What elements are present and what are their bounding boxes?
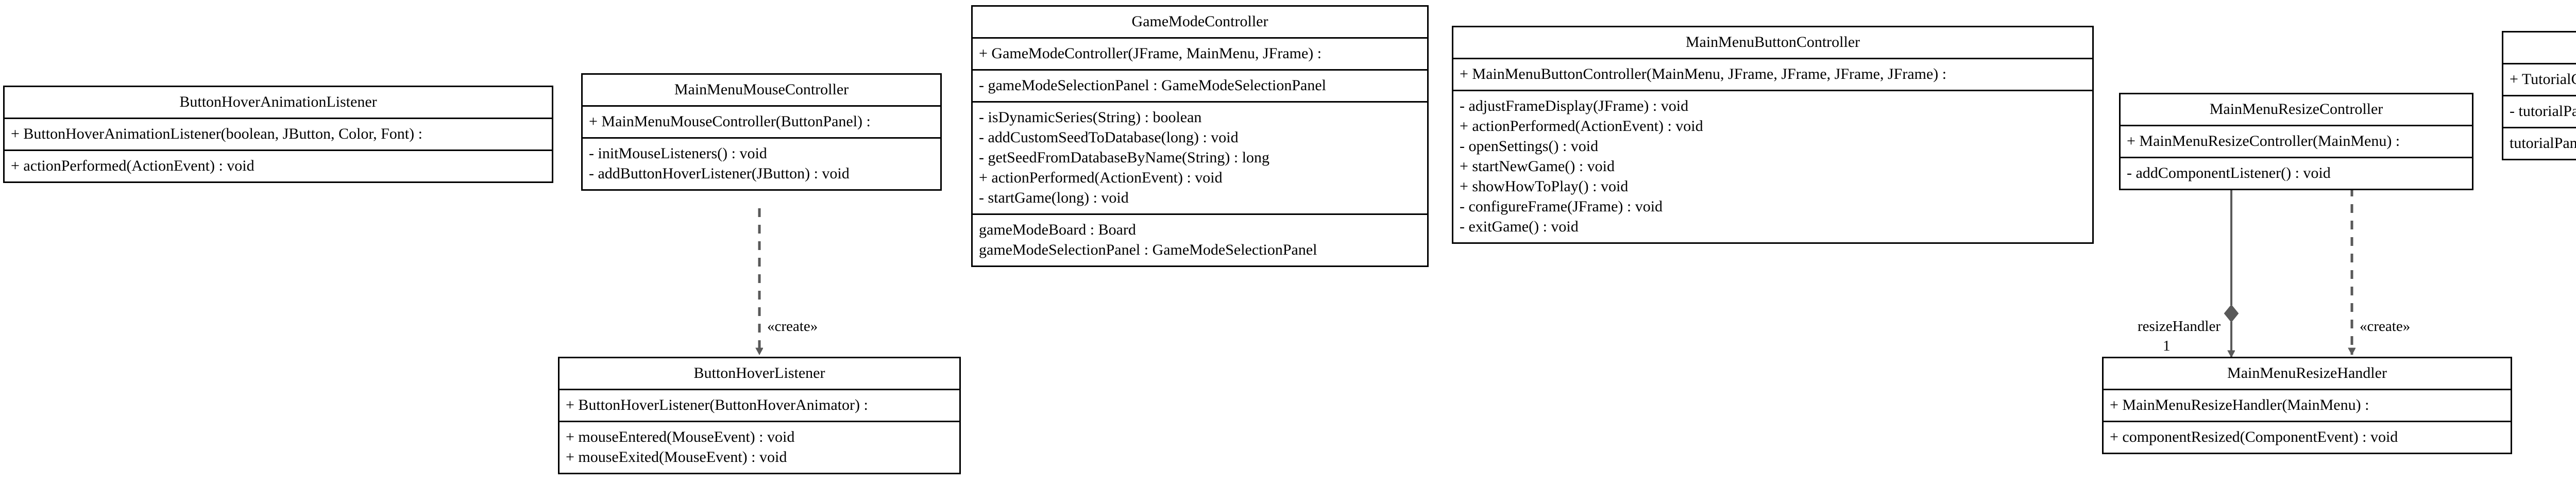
class-member: - addButtonHoverListener(JButton) : void	[589, 165, 850, 182]
class-compartment-methods: - addComponentListener() : void	[2121, 157, 2472, 189]
class-member: + ButtonHoverListener(ButtonHoverAnimato…	[566, 396, 868, 414]
class-member: + mouseExited(MouseEvent) : void	[566, 449, 787, 466]
class-compartment-constructors: + MainMenuMouseController(ButtonPanel) :	[583, 105, 940, 137]
class-compartment-attributes: - tutorialPanel : TutorialPanel	[2503, 95, 2576, 127]
class-member: + actionPerformed(ActionEvent) : void	[1460, 118, 1703, 135]
class-compartment-constructors: + MainMenuResizeController(MainMenu) :	[2121, 125, 2472, 157]
class-member: + startNewGame() : void	[1460, 158, 1615, 175]
connector-label-create-main-menu-resize-handler: «create»	[2360, 318, 2411, 335]
class-compartment-methods: - initMouseListeners() : void - addButto…	[583, 137, 940, 189]
connector-label-create-button-hover-listener: «create»	[767, 318, 818, 335]
class-name-main-menu-mouse-controller: MainMenuMouseController	[674, 81, 849, 98]
class-member: - addComponentListener() : void	[2127, 164, 2331, 182]
uml-class-button-hover-listener[interactable]: ButtonHoverListener + ButtonHoverListene…	[558, 357, 961, 475]
class-compartment-constructors: + MainMenuButtonController(MainMenu, JFr…	[1453, 58, 2092, 90]
uml-class-tutorial-controller[interactable]: TutorialController + TutorialController(…	[2502, 31, 2576, 161]
class-member: + GameModeController(JFrame, MainMenu, J…	[979, 45, 1322, 62]
class-member: - startGame(long) : void	[979, 189, 1129, 207]
uml-class-main-menu-button-controller[interactable]: MainMenuButtonController + MainMenuButto…	[1452, 26, 2094, 244]
class-name-main-menu-resize-controller: MainMenuResizeController	[2209, 101, 2383, 118]
class-member: + componentResized(ComponentEvent) : voi…	[2110, 428, 2398, 446]
class-member: - gameModeSelectionPanel : GameModeSelec…	[979, 77, 1326, 94]
class-member: tutorialPanel : JPanel	[2510, 135, 2576, 152]
class-member: + ButtonHoverAnimationListener(boolean, …	[11, 125, 422, 143]
class-member: - isDynamicSeries(String) : boolean	[979, 109, 1202, 126]
class-compartment-associations: tutorialPanel : JPanel	[2503, 127, 2576, 159]
class-member: + actionPerformed(ActionEvent) : void	[979, 169, 1223, 187]
uml-class-main-menu-mouse-controller[interactable]: MainMenuMouseController + MainMenuMouseC…	[581, 73, 942, 191]
class-member: + MainMenuButtonController(MainMenu, JFr…	[1460, 65, 1947, 83]
class-compartment-constructors: + MainMenuResizeHandler(MainMenu) :	[2104, 389, 2511, 421]
class-compartment-methods: + actionPerformed(ActionEvent) : void	[5, 150, 552, 181]
class-member: gameModeSelectionPanel : GameModeSelecti…	[979, 241, 1317, 259]
class-member: - getSeedFromDatabaseByName(String) : lo…	[979, 149, 1270, 167]
class-name-game-mode-controller: GameModeController	[1131, 13, 1268, 30]
class-member: + mouseEntered(MouseEvent) : void	[566, 428, 795, 446]
class-member: + showHowToPlay() : void	[1460, 178, 1629, 195]
connector-label-resize-handler: resizeHandler	[2138, 318, 2221, 335]
connector-multiplicity-resize-handler-target: 1	[2163, 338, 2171, 354]
class-compartment-attributes: - gameModeSelectionPanel : GameModeSelec…	[973, 69, 1427, 101]
class-compartment-associations: gameModeBoard : Board gameModeSelectionP…	[973, 213, 1427, 265]
uml-class-game-mode-controller[interactable]: GameModeController + GameModeController(…	[971, 5, 1429, 268]
uml-class-button-hover-animation-listener[interactable]: ButtonHoverAnimationListener + ButtonHov…	[3, 86, 553, 184]
class-member: - tutorialPanel : TutorialPanel	[2510, 103, 2576, 120]
class-compartment-constructors: + ButtonHoverAnimationListener(boolean, …	[5, 118, 552, 150]
class-compartment-methods: - isDynamicSeries(String) : boolean - ad…	[973, 101, 1427, 213]
class-compartment-constructors: + ButtonHoverListener(ButtonHoverAnimato…	[560, 389, 959, 421]
class-member: - configureFrame(JFrame) : void	[1460, 198, 1663, 215]
class-compartment-constructors: + TutorialController(MainMenu, JFrame) :	[2503, 63, 2576, 95]
class-member: - initMouseListeners() : void	[589, 145, 767, 162]
class-name-tutorial-controller: TutorialController	[2503, 32, 2576, 63]
class-member: gameModeBoard : Board	[979, 221, 1136, 239]
class-member: - exitGame() : void	[1460, 218, 1579, 236]
class-compartment-methods: + componentResized(ComponentEvent) : voi…	[2104, 421, 2511, 453]
class-member: + TutorialController(MainMenu, JFrame) :	[2510, 71, 2576, 88]
class-compartment-methods: - adjustFrameDisplay(JFrame) : void + ac…	[1453, 90, 2092, 242]
class-name-button-hover-listener: ButtonHoverListener	[693, 364, 825, 381]
class-member: - addCustomSeedToDatabase(long) : void	[979, 129, 1239, 146]
class-name-main-menu-button-controller: MainMenuButtonController	[1685, 34, 1860, 51]
class-member: + MainMenuResizeHandler(MainMenu) :	[2110, 396, 2369, 414]
class-member: + MainMenuMouseController(ButtonPanel) :	[589, 113, 871, 130]
class-member: - openSettings() : void	[1460, 138, 1599, 155]
class-compartment-constructors: + GameModeController(JFrame, MainMenu, J…	[973, 37, 1427, 69]
class-member: - adjustFrameDisplay(JFrame) : void	[1460, 97, 1689, 115]
class-name-main-menu-resize-handler: MainMenuResizeHandler	[2227, 364, 2387, 381]
class-member: + actionPerformed(ActionEvent) : void	[11, 157, 255, 175]
class-member: + MainMenuResizeController(MainMenu) :	[2127, 132, 2400, 150]
class-compartment-methods: + mouseEntered(MouseEvent) : void + mous…	[560, 421, 959, 473]
uml-class-main-menu-resize-controller[interactable]: MainMenuResizeController + MainMenuResiz…	[2119, 93, 2473, 191]
class-name-button-hover-animation-listener: ButtonHoverAnimationListener	[179, 93, 377, 110]
uml-class-main-menu-resize-handler[interactable]: MainMenuResizeHandler + MainMenuResizeHa…	[2102, 357, 2512, 455]
